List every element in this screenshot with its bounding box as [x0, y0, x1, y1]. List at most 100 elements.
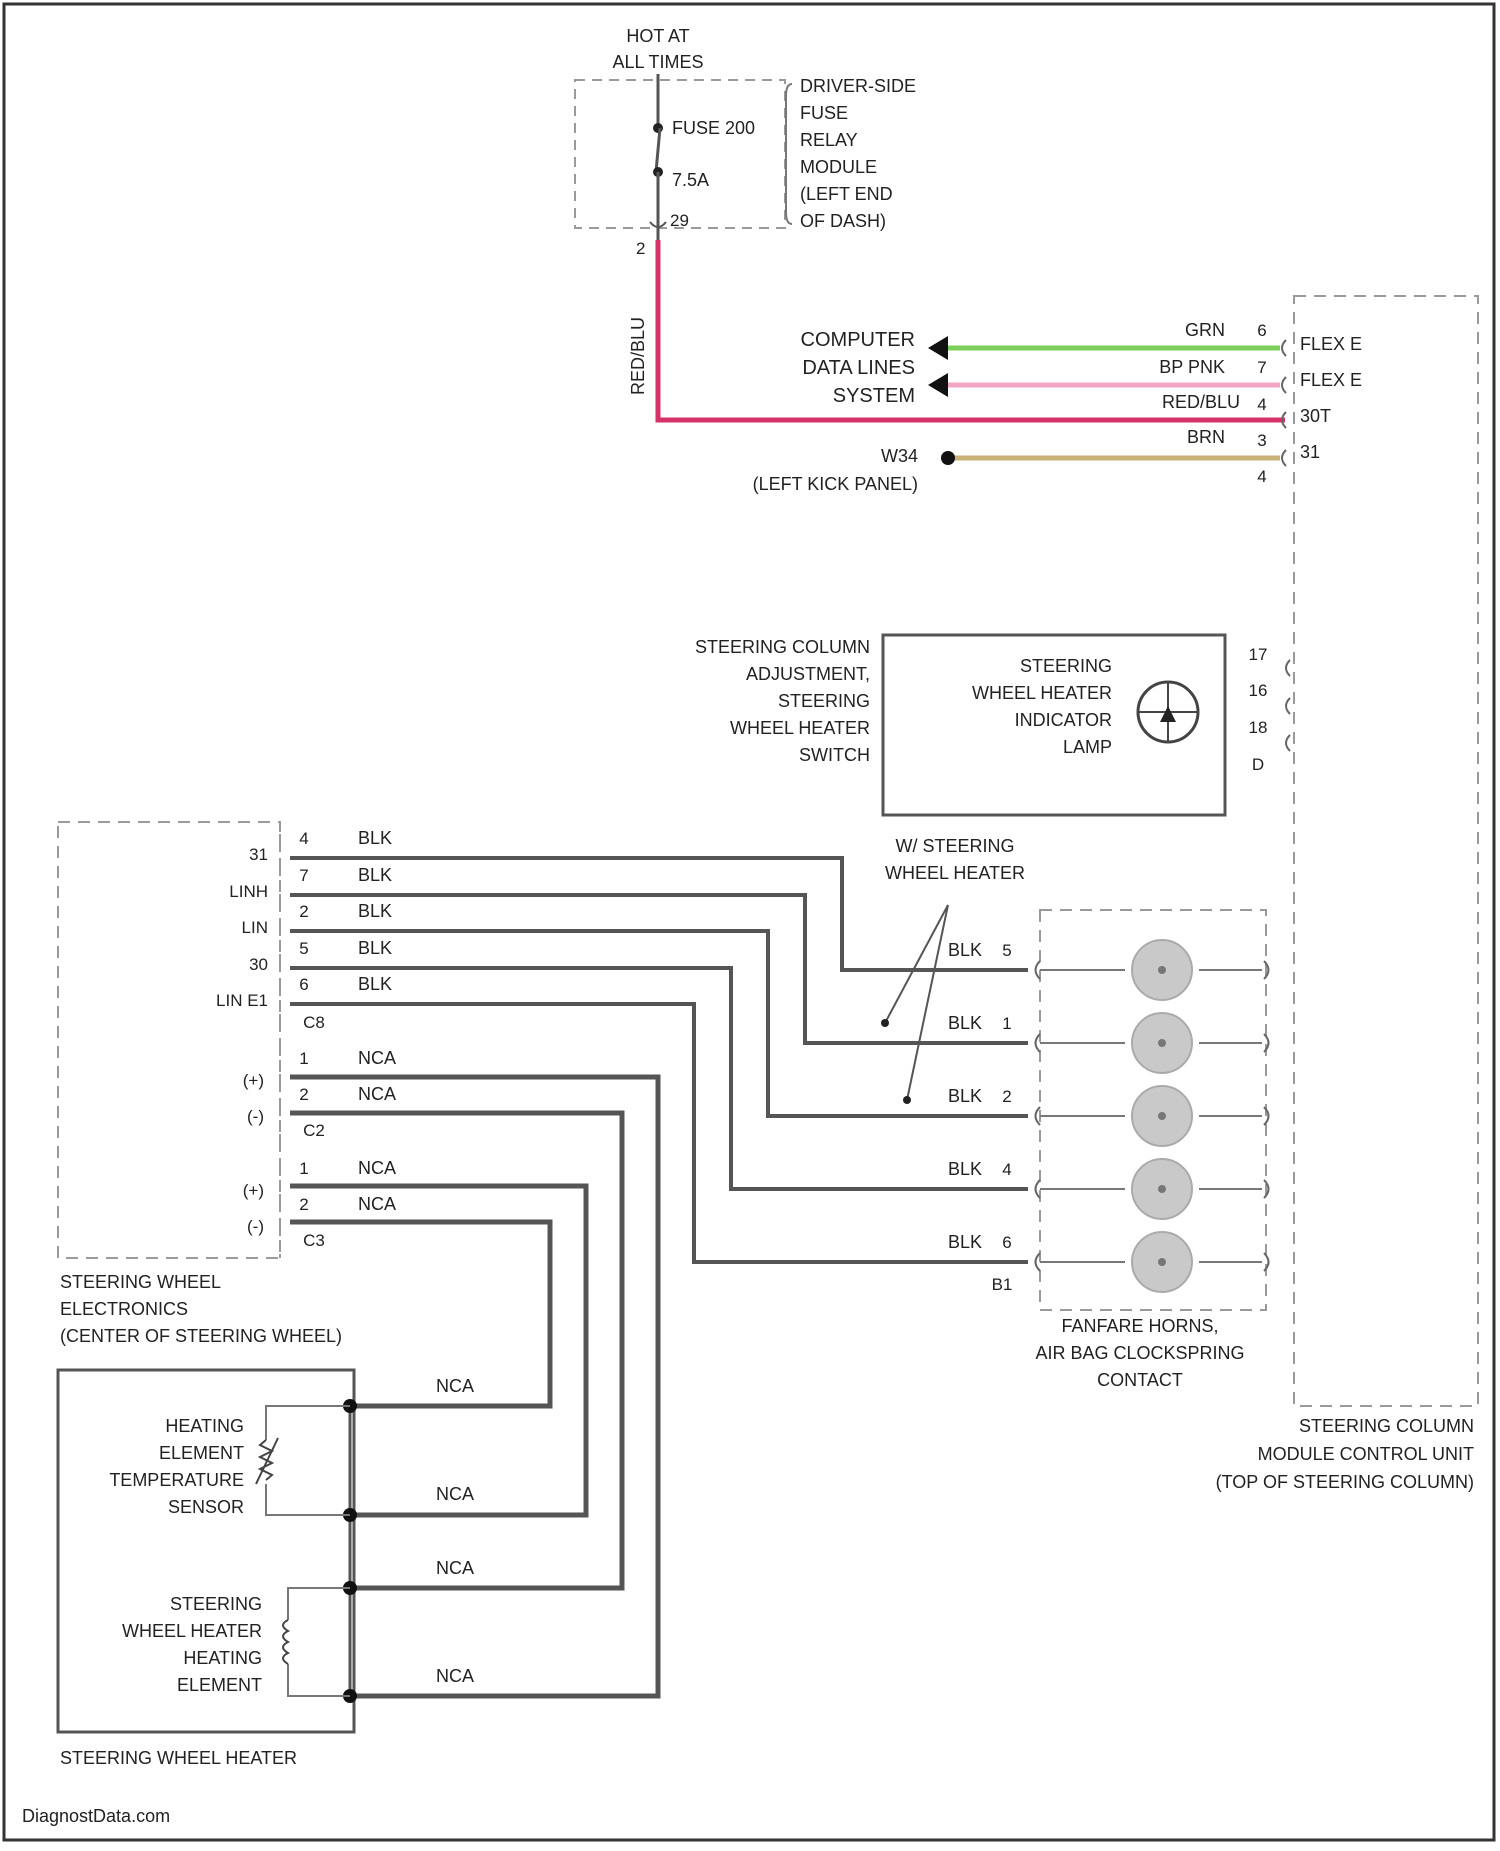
horn-center [1158, 1258, 1166, 1266]
horn-center [1158, 1112, 1166, 1120]
heater-note-line: W/ STEERING [895, 836, 1014, 856]
ecu-connector-name: C8 [303, 1013, 325, 1032]
sensor-label: SENSOR [168, 1497, 244, 1517]
clockspring-pin: 6 [1002, 1233, 1011, 1252]
element-label: HEATING [183, 1648, 262, 1668]
fuse-module-outline [575, 80, 785, 228]
clockspring-label-line: AIR BAG CLOCKSPRING [1035, 1343, 1244, 1363]
fuse-pin-bottom: 2 [636, 239, 645, 258]
sensor-label: HEATING [165, 1416, 244, 1436]
lamp-label: STEERING [1020, 656, 1112, 676]
switch-pin: D [1252, 755, 1264, 774]
ecu-pin: 4 [299, 829, 308, 848]
switch-outer-label: STEERING COLUMN [695, 637, 870, 657]
ecu-pin: 2 [299, 1195, 308, 1214]
ecu-func: (-) [247, 1217, 264, 1236]
sensor-label: ELEMENT [159, 1443, 244, 1463]
electronics-label-line: ELECTRONICS [60, 1299, 188, 1319]
sensor-label: TEMPERATURE [109, 1470, 244, 1490]
sccm-label-line: STEERING COLUMN [1299, 1416, 1474, 1436]
ecu-wire-color: BLK [358, 865, 392, 885]
switch-pin: 16 [1249, 681, 1268, 700]
ecu-pin: 1 [299, 1159, 308, 1178]
electronics-connector-c3: (+) 1 NCA (-) 2 NCA C3 [243, 1158, 396, 1250]
data-lines-label: SYSTEM [833, 385, 915, 407]
clockspring-pin: 1 [1002, 1014, 1011, 1033]
ecu-wire-color: BLK [358, 901, 392, 921]
clockspring-label-line: CONTACT [1097, 1370, 1183, 1390]
switch-outer-label: SWITCH [799, 745, 870, 765]
module-label-line: OF DASH) [800, 211, 886, 231]
fuse-terminal-top [653, 123, 663, 133]
sccm-module-outline [1294, 296, 1478, 1406]
element-label: WHEEL HEATER [122, 1621, 262, 1641]
heater-label: STEERING WHEEL HEATER [60, 1748, 297, 1768]
sccm-pin-number: 4 [1257, 395, 1266, 414]
sccm-pin-function: 31 [1300, 442, 1320, 462]
leader-dot [881, 1019, 889, 1027]
connector-bracket [1264, 1253, 1269, 1271]
switch-outer-label: ADJUSTMENT, [746, 664, 870, 684]
leader-dot [903, 1096, 911, 1104]
ecu-wire-color: NCA [358, 1048, 396, 1068]
lamp-label: LAMP [1063, 737, 1112, 757]
lamp-label: INDICATOR [1015, 710, 1112, 730]
connector-bracket [1286, 698, 1290, 714]
clockspring-wire-color: BLK [948, 1013, 982, 1033]
fuse-name: FUSE 200 [672, 118, 755, 138]
ecu-pin: 1 [299, 1049, 308, 1068]
ecu-wire-color: NCA [358, 1084, 396, 1104]
ecu-func: 31 [249, 845, 268, 864]
clockspring-label-line: FANFARE HORNS, [1061, 1316, 1218, 1336]
ecu-connector-name: C2 [303, 1121, 325, 1140]
sccm-label-line: (TOP OF STEERING COLUMN) [1216, 1472, 1474, 1492]
nca-wire [290, 1186, 586, 1515]
ecu-func: LIN [242, 918, 268, 937]
sccm-label: STEERING COLUMN MODULE CONTROL UNIT (TOP… [1216, 1416, 1474, 1492]
data-lines-label: COMPUTER [801, 329, 915, 351]
electronics-label-line: STEERING WHEEL [60, 1272, 221, 1292]
clockspring-wire-color: BLK [948, 1232, 982, 1252]
sccm-wire-color: RED/BLU [1162, 392, 1240, 412]
clockspring-pin: 5 [1002, 941, 1011, 960]
fuse-relay-module: HOT AT ALL TIMES FUSE 200 7.5A 29 2 DRIV… [575, 26, 916, 258]
ground-label: W34 [881, 446, 918, 466]
nca-wire [290, 1222, 550, 1406]
ecu-pin: 2 [299, 902, 308, 921]
note-leader [885, 905, 948, 1023]
clockspring-connector-name: B1 [992, 1275, 1013, 1294]
horn-center [1158, 1039, 1166, 1047]
ecu-func: (+) [243, 1181, 264, 1200]
steering-wheel-heater: HEATING ELEMENT TEMPERATURE SENSOR STEER… [58, 1370, 357, 1768]
ground-splice-dot [941, 451, 955, 465]
sccm-connector: GRN 6 FLEX E BP PNK 7 FLEX E RED/BLU 4 3… [1159, 320, 1362, 486]
ecu-wire-color: NCA [358, 1194, 396, 1214]
arrow-left-icon [928, 336, 948, 360]
module-label-line: MODULE [800, 157, 877, 177]
ecu-func: LINH [229, 882, 268, 901]
electronics-connector-c2: (+) 1 NCA (-) 2 NCA C2 [243, 1048, 396, 1140]
ecu-connector-name: C3 [303, 1231, 325, 1250]
switch-outer-label: WHEEL HEATER [730, 718, 870, 738]
module-label-line: DRIVER-SIDE [800, 76, 916, 96]
nca-wire-label: NCA [436, 1558, 474, 1578]
switch-pin: 18 [1249, 718, 1268, 737]
nca-wire-label: NCA [436, 1376, 474, 1396]
switch-pin: 17 [1249, 645, 1268, 664]
ecu-pin: 5 [299, 939, 308, 958]
sccm-wire-color: BP PNK [1159, 357, 1225, 377]
sccm-pin-function: FLEX E [1300, 334, 1362, 354]
diagram-frame [4, 4, 1494, 1840]
data-lines-label: DATA LINES [802, 357, 915, 379]
fuse-pin-top: 29 [670, 211, 689, 230]
connector-bracket [1264, 1034, 1269, 1052]
lamp-led-icon [1160, 706, 1176, 722]
arrow-left-icon [928, 373, 948, 397]
connector-bracket [1282, 377, 1286, 393]
nca-wire-label: NCA [436, 1484, 474, 1504]
watermark: DiagnostData.com [22, 1806, 170, 1826]
sccm-pin-number: 6 [1257, 321, 1266, 340]
heating-element-icon [283, 1620, 288, 1664]
